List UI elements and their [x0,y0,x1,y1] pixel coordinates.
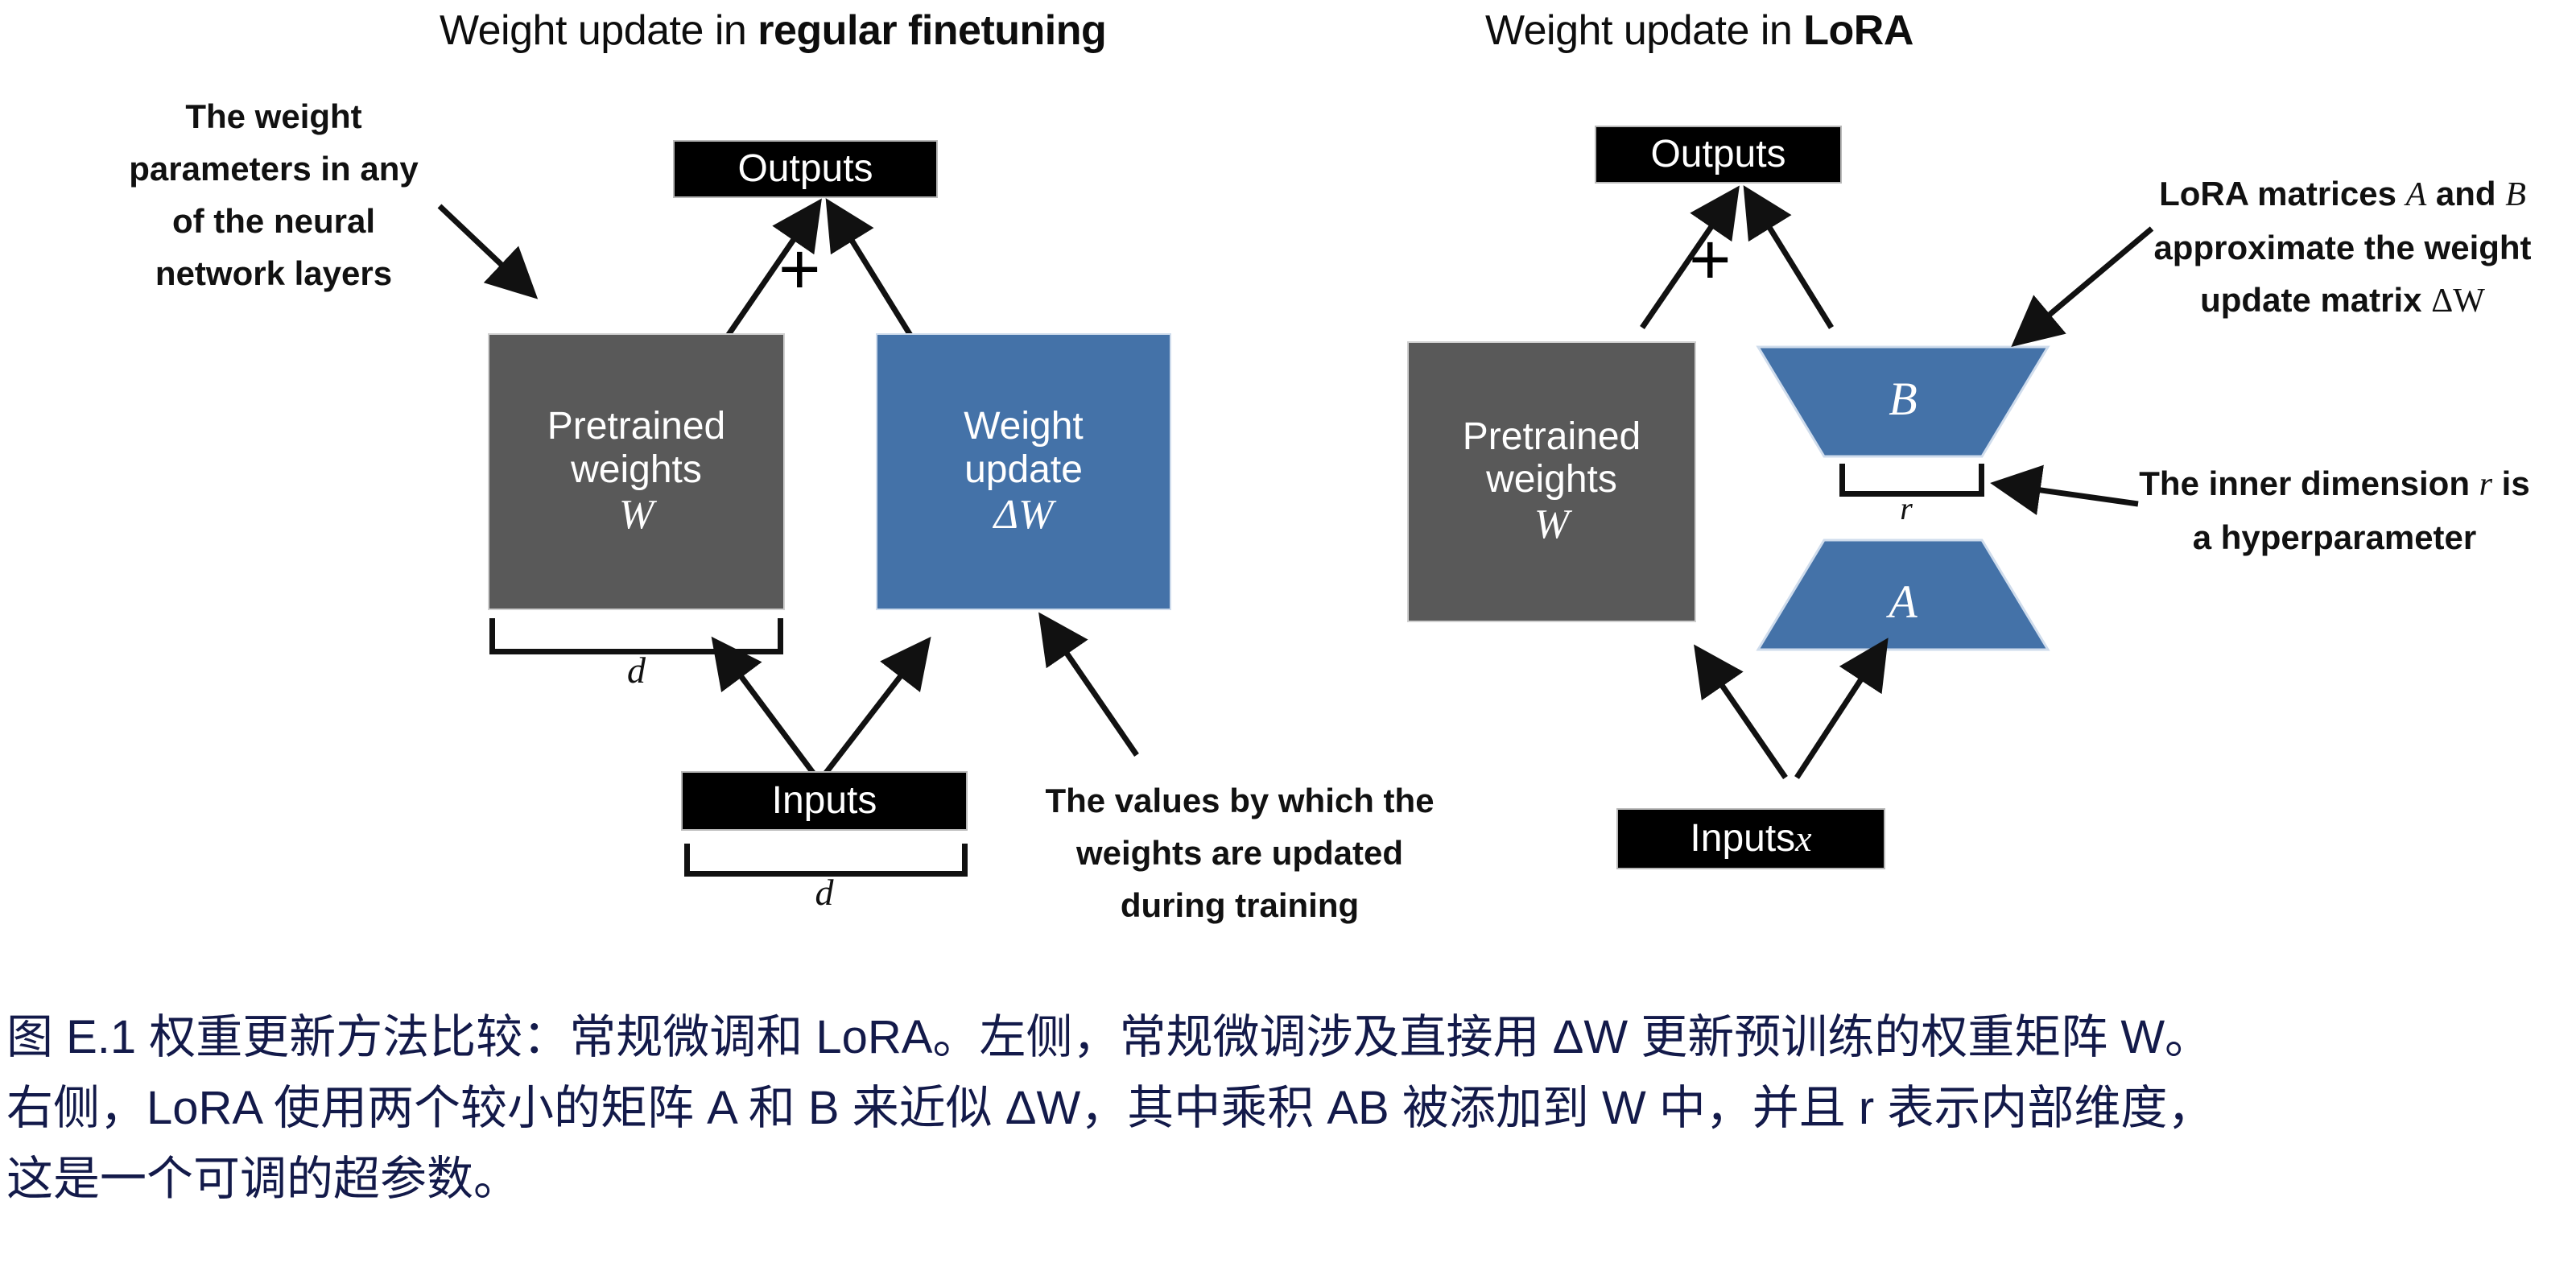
right-panel-title-prefix: Weight update in [1485,7,1804,54]
left-inputs-box: Inputs [683,773,966,829]
right-inputs-box: Inputs x [1618,810,1884,868]
annotation-weight-parameters-line-4: network layers [155,254,393,293]
annotation-lora-matrices-line-3: update matrix ΔW [2125,274,2560,328]
right-panel-title-bold: LoRA [1803,7,1913,54]
caption-line-2: 右侧，LoRA 使用两个较小的矩阵 A 和 B 来近似 ΔW，其中乘积 AB 被… [6,1082,2215,1135]
arrows-left-inputs-to-boxes [711,636,931,775]
left-weight-update-math-dw: ΔW [993,491,1054,538]
lora-matrix-b-label: B [1889,373,1918,425]
caption-line-3: 这是一个可调的超参数。 [6,1153,521,1206]
arrows-right-inputs-to-stacks [1694,638,1889,779]
right-pretrained-line-1: Pretrained [1462,415,1641,458]
left-pretrained-weights-box: Pretrained weights W [489,335,783,609]
figure-caption: 图 E.1 权重更新方法比较：常规微调和 LoRA。左侧，常规微调涉及直接用 Δ… [6,1002,2574,1215]
right-outputs-box: Outputs [1596,127,1840,182]
bracket-r-label: r [1900,490,1913,526]
lora-matrix-a-trapezoid: A [1755,538,2051,652]
bracket-d-bottom-label: d [815,872,834,913]
annotation-inner-dimension: The inner dimension r is a hyperparamete… [2109,457,2560,563]
bracket-d-top-label: d [627,650,646,691]
anno-lora-l1a: LoRA matrices [2159,175,2406,213]
left-outputs-box: Outputs [675,142,936,196]
left-panel-title: Weight update in regular finetuning [440,6,1107,55]
anno-rank-l1a: The inner dimension [2139,464,2479,502]
left-pretrained-math-w: W [618,491,654,538]
left-pretrained-line-2: weights [571,448,702,491]
annotation-lora-matrices: LoRA matrices A and B approximate the we… [2125,167,2560,328]
left-outputs-label: Outputs [737,147,873,191]
bracket-d-under-pretrained [489,618,783,654]
left-panel-title-prefix: Weight update in [440,7,758,54]
anno-lora-l3a: update matrix [2200,281,2432,320]
annotation-inner-dimension-line-2: a hyperparameter [2192,518,2477,557]
annotation-values-updated-line-1: The values by which the [1045,782,1435,819]
left-weight-update-box: Weight update ΔW [877,335,1170,609]
right-panel-title: Weight update in LoRA [1485,6,1913,55]
left-inputs-label: Inputs [771,779,877,823]
annotation-inner-dimension-line-1: The inner dimension r is [2109,457,2560,511]
anno-lora-l1c: and [2426,175,2506,213]
left-panel-title-bold: regular finetuning [758,7,1107,54]
bracket-d-under-inputs [684,844,968,877]
anno-rank-l1b: r [2479,466,2493,503]
arrows-into-left-outputs [722,198,916,342]
annotation-values-updated-line-2: weights are updated [1075,834,1404,873]
figure-canvas: Weight update in regular finetuning The … [105,6,2560,931]
bracket-r [1839,464,1984,497]
left-pretrained-line-1: Pretrained [547,405,726,448]
annotation-weight-parameters-line-3: of the neural [171,202,376,241]
right-pretrained-math-w: W [1534,501,1570,548]
left-weight-update-line-2: update [964,448,1083,491]
right-outputs-label: Outputs [1650,133,1786,176]
arrow-annotation-to-weight-update [1038,612,1139,757]
anno-lora-l3b: ΔW [2431,283,2485,320]
annotation-weight-parameters-line-1: The weight [185,97,362,135]
anno-rank-l1c: is [2492,464,2530,502]
arrow-annotation-to-matrix-b [2011,226,2154,348]
right-inputs-math-x: x [1795,818,1812,860]
annotation-lora-matrices-line-2: approximate the weight [2153,229,2532,267]
right-inputs-label: Inputs [1690,817,1796,860]
right-pretrained-line-2: weights [1486,458,1617,501]
annotation-lora-matrices-line-1: LoRA matrices A and B [2125,167,2560,221]
arrow-annotation-to-bracket-r [1990,464,2139,516]
anno-lora-l1b: A [2405,176,2427,213]
arrows-into-right-outputs [1640,185,1834,329]
annotation-weight-parameters-line-2: parameters in any [129,150,419,188]
lora-matrix-b-trapezoid: B [1755,345,2051,459]
lora-matrix-a-label: A [1889,576,1918,628]
right-pretrained-weights-box: Pretrained weights W [1409,343,1695,621]
left-weight-update-line-1: Weight [964,405,1084,448]
anno-lora-l1d: B [2505,176,2526,213]
arrow-annotation-to-pretrained-weights [437,204,539,299]
annotation-values-updated-line-3: during training [1120,886,1360,925]
annotation-values-updated: The values by which the weights are upda… [1010,774,1469,931]
caption-line-1: 图 E.1 权重更新方法比较：常规微调和 LoRA。左侧，常规微调涉及直接用 Δ… [6,1011,2212,1063]
annotation-weight-parameters: The weight parameters in any of the neur… [105,90,443,299]
